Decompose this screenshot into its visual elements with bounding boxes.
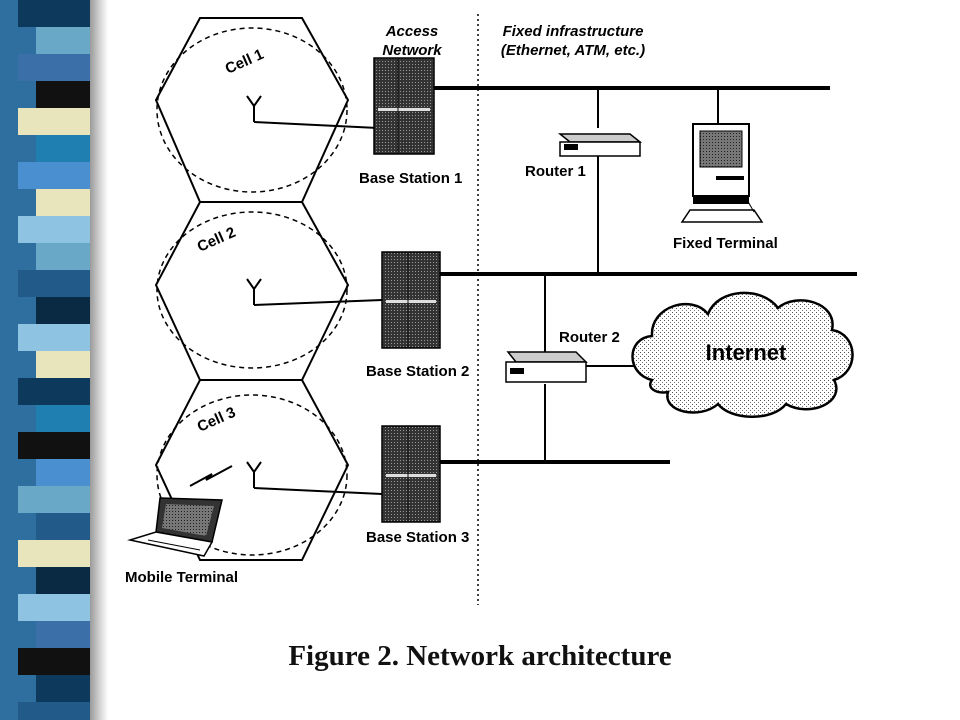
stripe-segment	[36, 513, 90, 540]
laptop-icon	[127, 497, 223, 557]
stripe-segment	[18, 594, 90, 621]
server-tower-icon	[381, 251, 441, 349]
base-station-3-label: Base Station 3	[366, 529, 469, 546]
stripe-segment	[18, 486, 90, 513]
server-tower-icon	[373, 57, 435, 155]
stripe-segment	[36, 459, 90, 486]
stripe-segment	[18, 702, 90, 720]
router-2: Router 2	[505, 329, 620, 383]
antenna-icon	[246, 95, 262, 122]
figure-caption: Figure 2. Network architecture	[288, 640, 672, 672]
router-icon	[557, 133, 643, 157]
cell-1-link	[253, 121, 379, 129]
stripe-segment	[18, 216, 90, 243]
stripe-segment	[36, 297, 90, 324]
stripe-segment	[18, 108, 90, 135]
stripe-segment	[18, 648, 90, 675]
router-2-label: Router 2	[559, 329, 620, 346]
stripe-segment	[18, 54, 90, 81]
stripe-segment	[36, 405, 90, 432]
base-station-1-label: Base Station 1	[359, 170, 462, 187]
router-1: Router 1	[525, 133, 643, 180]
internet-cloud: Internet	[631, 291, 854, 418]
cell-2-label: Cell 2	[195, 224, 238, 256]
cell-3-link	[253, 487, 383, 495]
stripe-segment	[18, 162, 90, 189]
stripe-segment	[18, 0, 90, 27]
stripe-segment	[36, 621, 90, 648]
stripe-bar-shadow	[90, 0, 108, 720]
fixed-infrastructure-label: Fixed infrastructure	[503, 23, 644, 40]
mobile-terminal: Mobile Terminal	[125, 497, 238, 586]
cell-2-link	[253, 299, 383, 306]
base-station-1: Base Station 1	[359, 57, 462, 187]
base-station-2-label: Base Station 2	[366, 363, 469, 380]
stripe-segment	[18, 324, 90, 351]
stripe-segment	[18, 378, 90, 405]
fixed-terminal-label: Fixed Terminal	[673, 235, 778, 252]
stripe-segment	[36, 189, 90, 216]
cloud-icon	[631, 291, 854, 418]
server-tower-icon	[381, 425, 441, 523]
stripe-segment	[36, 243, 90, 270]
cell-1: Cell 1	[154, 17, 379, 203]
desktop-computer-icon	[680, 123, 764, 223]
decorative-stripe-bar	[0, 0, 108, 720]
access-network-label: Access	[385, 23, 439, 40]
router-1-label: Router 1	[525, 163, 586, 180]
stripe-segment	[36, 135, 90, 162]
stripe-segment	[18, 270, 90, 297]
router-icon	[505, 351, 588, 383]
base-station-3: Base Station 3	[366, 425, 469, 546]
access-network-label-2: Network	[382, 42, 442, 59]
cell-2: Cell 2	[154, 201, 383, 381]
stripe-segment	[18, 540, 90, 567]
fixed-terminal: Fixed Terminal	[673, 123, 778, 252]
stripe-segment	[36, 27, 90, 54]
cell-3-label: Cell 3	[195, 404, 238, 436]
antenna-icon	[246, 461, 262, 488]
cell-1-label: Cell 1	[223, 46, 266, 78]
base-station-2: Base Station 2	[366, 251, 469, 380]
fixed-infrastructure-label-2: (Ethernet, ATM, etc.)	[501, 42, 645, 59]
stripe-segment	[18, 432, 90, 459]
stripe-segment	[36, 567, 90, 594]
stripe-segment	[36, 81, 90, 108]
wireless-signal-icon	[189, 465, 233, 487]
antenna-icon	[246, 278, 262, 305]
stripe-segment	[36, 675, 90, 702]
mobile-terminal-label: Mobile Terminal	[125, 569, 238, 586]
stripe-segment	[36, 351, 90, 378]
internet-label: Internet	[706, 340, 787, 365]
